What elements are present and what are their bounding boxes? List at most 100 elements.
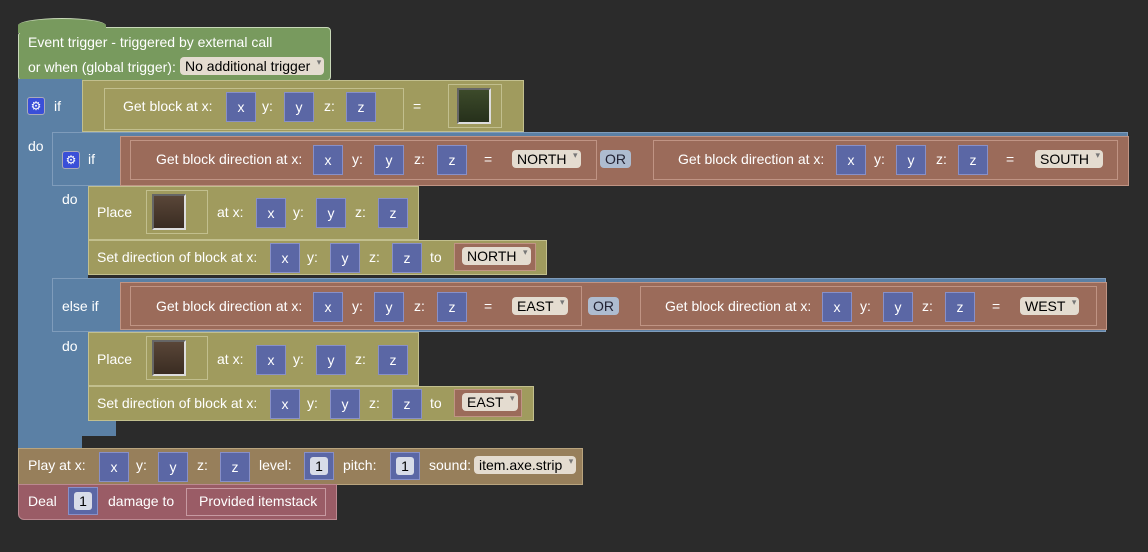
log-block-icon[interactable]: [457, 88, 491, 124]
direction-dropdown[interactable]: EAST: [512, 293, 568, 315]
y-label: y:: [293, 204, 304, 220]
var-y[interactable]: y: [316, 345, 346, 375]
y-label: y:: [352, 298, 363, 314]
set-dir-label: Set direction of block at x:: [97, 395, 258, 411]
get-dir-label: Get block direction at x:: [678, 151, 825, 167]
var-z[interactable]: z: [392, 389, 422, 419]
get-block-label: Get block at x:: [123, 98, 213, 114]
y-label: y:: [136, 457, 147, 473]
or-dropdown[interactable]: OR: [600, 150, 631, 168]
var-z[interactable]: z: [378, 345, 408, 375]
get-block-at[interactable]: [104, 88, 404, 130]
var-x[interactable]: x: [822, 292, 852, 322]
damage-to-label: damage to: [108, 493, 175, 509]
var-x[interactable]: x: [313, 292, 343, 322]
equals-label: =: [1006, 151, 1015, 167]
inner-if-footer: [52, 420, 116, 436]
log-block-icon[interactable]: [152, 340, 186, 376]
direction-dropdown[interactable]: EAST: [462, 389, 518, 411]
direction-compare[interactable]: [130, 286, 582, 326]
var-x[interactable]: x: [313, 145, 343, 175]
var-y[interactable]: y: [883, 292, 913, 322]
var-y[interactable]: y: [330, 243, 360, 273]
block-selector[interactable]: [448, 84, 502, 128]
direction-compare[interactable]: [653, 140, 1118, 180]
var-y[interactable]: y: [158, 452, 188, 482]
block-selector[interactable]: [146, 190, 208, 234]
deal-label: Deal: [28, 493, 57, 509]
var-x[interactable]: x: [256, 345, 286, 375]
equals-label: =: [484, 151, 493, 167]
var-x[interactable]: x: [270, 389, 300, 419]
var-x[interactable]: x: [256, 198, 286, 228]
direction-compare[interactable]: [640, 286, 1097, 326]
pitch-label: pitch:: [343, 457, 377, 473]
z-label: z:: [936, 151, 947, 167]
equals-label: =: [413, 98, 422, 114]
var-x[interactable]: x: [99, 452, 129, 482]
var-z[interactable]: z: [437, 145, 467, 175]
direction-compare[interactable]: [130, 140, 597, 180]
hat-shape: [18, 18, 106, 33]
place-block[interactable]: [88, 186, 419, 240]
get-dir-label: Get block direction at x:: [156, 151, 303, 167]
event-trigger-block[interactable]: [18, 27, 331, 81]
get-dir-label: Get block direction at x:: [156, 298, 303, 314]
global-trigger-dropdown[interactable]: No additional trigger: [180, 53, 325, 75]
else-if-label: else if: [62, 298, 99, 314]
y-label: y:: [307, 395, 318, 411]
equals-label: =: [484, 298, 493, 314]
z-label: z:: [197, 457, 208, 473]
get-dir-label: Get block direction at x:: [665, 298, 812, 314]
if-label: if: [88, 151, 95, 167]
y-label: y:: [307, 249, 318, 265]
log-block-icon[interactable]: [152, 194, 186, 230]
damage-value[interactable]: 1: [74, 492, 92, 510]
level-input[interactable]: 1: [304, 452, 334, 480]
gear-icon[interactable]: ⚙: [62, 151, 80, 169]
var-x[interactable]: x: [836, 145, 866, 175]
damage-input[interactable]: 1: [68, 487, 98, 515]
pitch-value[interactable]: 1: [396, 457, 414, 475]
pitch-input[interactable]: 1: [390, 452, 420, 480]
z-label: z:: [414, 151, 425, 167]
itemstack-block[interactable]: [186, 488, 326, 516]
y-label: y:: [293, 351, 304, 367]
var-z[interactable]: z: [945, 292, 975, 322]
y-label: y:: [860, 298, 871, 314]
direction-dropdown[interactable]: SOUTH: [1035, 146, 1103, 168]
var-x[interactable]: x: [226, 92, 256, 122]
outer-if-body: [18, 132, 52, 448]
var-x[interactable]: x: [270, 243, 300, 273]
var-z[interactable]: z: [220, 452, 250, 482]
var-z[interactable]: z: [346, 92, 376, 122]
at-x-label: at x:: [217, 204, 244, 220]
direction-dropdown[interactable]: NORTH: [512, 146, 581, 168]
var-y[interactable]: y: [330, 389, 360, 419]
z-label: z:: [324, 98, 335, 114]
var-z[interactable]: z: [392, 243, 422, 273]
direction-dropdown[interactable]: NORTH: [462, 243, 531, 265]
play-label: Play at x:: [28, 457, 86, 473]
z-label: z:: [355, 204, 366, 220]
var-y[interactable]: y: [316, 198, 346, 228]
var-z[interactable]: z: [437, 292, 467, 322]
set-dir-label: Set direction of block at x:: [97, 249, 258, 265]
block-selector[interactable]: [146, 336, 208, 380]
var-y[interactable]: y: [896, 145, 926, 175]
gear-icon[interactable]: ⚙: [27, 97, 45, 115]
sound-label: sound:: [429, 457, 472, 473]
sound-dropdown[interactable]: item.axe.strip: [474, 452, 577, 474]
or-dropdown[interactable]: OR: [588, 297, 619, 315]
var-z[interactable]: z: [378, 198, 408, 228]
var-y[interactable]: y: [284, 92, 314, 122]
to-label: to: [430, 249, 442, 265]
itemstack-label: Provided itemstack: [199, 493, 318, 509]
var-z[interactable]: z: [958, 145, 988, 175]
var-y[interactable]: y: [374, 292, 404, 322]
do-label: do: [28, 138, 44, 154]
var-y[interactable]: y: [374, 145, 404, 175]
place-block[interactable]: [88, 332, 419, 386]
level-value[interactable]: 1: [310, 457, 328, 475]
direction-dropdown[interactable]: WEST: [1020, 293, 1080, 315]
